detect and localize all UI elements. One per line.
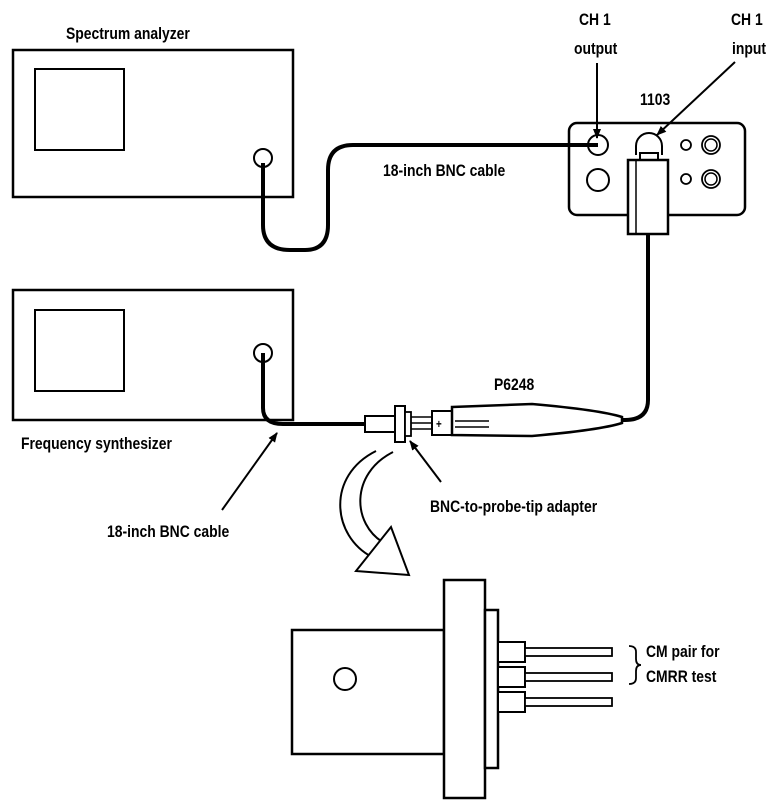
adapter-flange — [394, 405, 406, 443]
spectrum-analyzer-label: Spectrum analyzer — [66, 25, 190, 44]
adapter-small — [364, 405, 432, 443]
probe-plus-sign: + — [436, 418, 442, 431]
module-small-connector — [680, 139, 692, 151]
adapter-detail-flange — [442, 578, 487, 800]
module-jack-outer — [701, 135, 721, 155]
adapter-detail-pin-bottom — [524, 697, 613, 707]
module-jack-inner — [704, 138, 718, 152]
spectrum-analyzer-screen — [34, 68, 125, 151]
frequency-synthesizer-body — [11, 288, 295, 422]
adapter-detail-hole — [333, 667, 357, 691]
ch1-input-arrow — [656, 61, 736, 136]
frequency-synthesizer — [11, 288, 295, 422]
adapter-detail-socket — [497, 691, 526, 713]
module-connector — [586, 168, 610, 192]
callout-arrowhead — [354, 524, 411, 577]
adapter-detail — [290, 578, 613, 800]
spectrum-analyzer — [11, 48, 295, 199]
p6248-probe: + — [431, 402, 624, 438]
bnc-cable-bottom — [261, 353, 365, 426]
bnc-cable-bottom-label: 18-inch BNC cable — [107, 523, 230, 542]
adapter-detail-pin-middle — [524, 672, 613, 682]
bnc-cable-bottom-arrow — [221, 432, 278, 511]
probe-label: P6248 — [494, 376, 535, 395]
frequency-synthesizer-label: Frequency synthesizer — [21, 435, 172, 454]
ch1-output-label-line2: output — [574, 40, 617, 59]
callout-arrow-stem — [339, 450, 377, 558]
cm-pair-brace — [628, 645, 642, 685]
probe-body — [450, 402, 624, 438]
ch1-input-label-line1: CH 1 — [731, 11, 763, 30]
cm-pair-label-line2: CMRR test — [646, 668, 716, 687]
adapter-collar — [404, 411, 412, 437]
probe-tip-holder — [431, 410, 453, 436]
module-small-connector — [680, 173, 692, 185]
module-jack-inner — [704, 172, 718, 186]
adapter-detail-socket — [497, 641, 526, 663]
adapter-detail-socket — [497, 666, 526, 688]
adapter-bnc-sleeve — [364, 415, 396, 433]
adapter-arrow — [409, 440, 442, 483]
adapter-detail-pin-top — [524, 647, 613, 657]
adapter-detail-shoulder — [483, 608, 500, 770]
module-1103-label: 1103 — [640, 91, 671, 110]
probe-head-body — [626, 158, 670, 236]
ch1-input-connector — [635, 132, 663, 155]
probe-cable — [620, 234, 650, 422]
callout-arrow-stem — [359, 451, 394, 544]
module-1103 — [567, 121, 747, 236]
adapter-detail-bnc-body — [290, 628, 446, 756]
adapter-label: BNC-to-probe-tip adapter — [430, 498, 597, 517]
ch1-input-label-line2: input — [732, 40, 766, 59]
frequency-synthesizer-screen — [34, 309, 125, 392]
spectrum-analyzer-body — [11, 48, 295, 199]
bnc-cable-top — [261, 143, 598, 252]
ch1-output-label-line1: CH 1 — [579, 11, 611, 30]
module-jack-outer — [701, 169, 721, 189]
bnc-cable-top-label: 18-inch BNC cable — [383, 162, 506, 181]
cm-pair-label-line1: CM pair for — [646, 643, 720, 662]
